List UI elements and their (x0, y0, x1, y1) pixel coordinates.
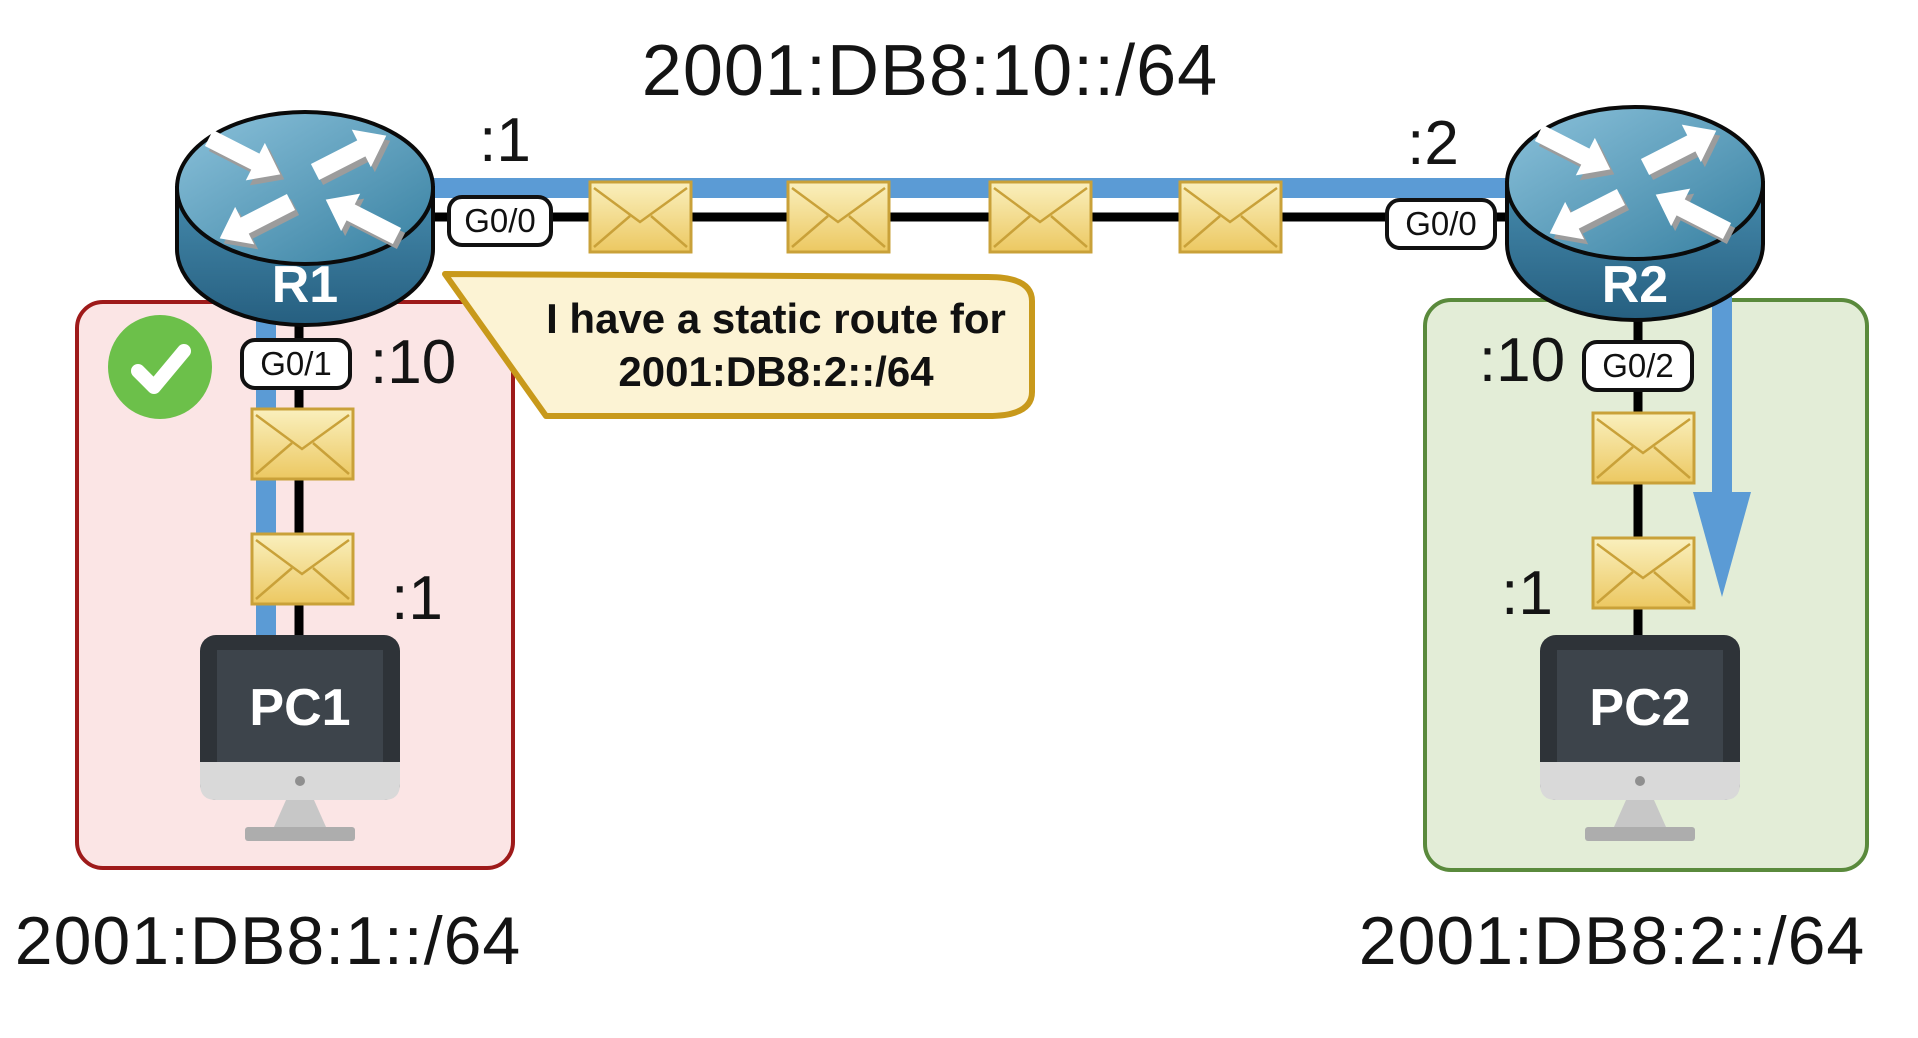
router-r1-label: R1 (271, 256, 339, 314)
wan-subnet-title: 2001:DB8:10::/64 (641, 31, 1219, 111)
pc1-label: PC1 (249, 679, 351, 737)
pc2-label: PC2 (1589, 679, 1691, 737)
pc2-address: :1 (1501, 559, 1553, 628)
r2-lan-address: :10 (1478, 326, 1566, 395)
envelope-packet-icon (250, 407, 355, 481)
lan2-subnet-label: 2001:DB8:2::/64 (1358, 903, 1866, 979)
envelope-packet-icon (250, 532, 355, 606)
envelope-packet-icon (1591, 536, 1696, 610)
pc1-address: :1 (391, 564, 443, 633)
static-route-callout: I have a static route for 2001:DB8:2::/6… (545, 293, 1007, 399)
speech-bubble (442, 271, 1035, 419)
traffic-flow-arrowhead-icon (1693, 492, 1751, 597)
checkmark-icon (108, 315, 212, 419)
callout-line1: I have a static route for (546, 295, 1006, 342)
envelope-packet-icon (588, 180, 693, 254)
r1-lan-interface-badge: G0/1 (240, 338, 352, 390)
r2-lan-interface-badge: G0/2 (1582, 340, 1694, 392)
lan1-subnet-label: 2001:DB8:1::/64 (14, 903, 522, 979)
r2-wan-interface-badge: G0/0 (1385, 198, 1497, 250)
callout-line2: 2001:DB8:2::/64 (618, 347, 934, 395)
envelope-packet-icon (1178, 180, 1283, 254)
r1-lan-address: :10 (370, 328, 457, 397)
r2-wan-address: :2 (1407, 109, 1459, 178)
envelope-packet-icon (988, 180, 1093, 254)
r1-wan-address: :1 (479, 106, 531, 175)
envelope-packet-icon (1591, 411, 1696, 485)
envelope-packet-icon (786, 180, 891, 254)
r1-wan-interface-badge: G0/0 (447, 195, 553, 247)
router-r2-label: R2 (1601, 256, 1669, 314)
